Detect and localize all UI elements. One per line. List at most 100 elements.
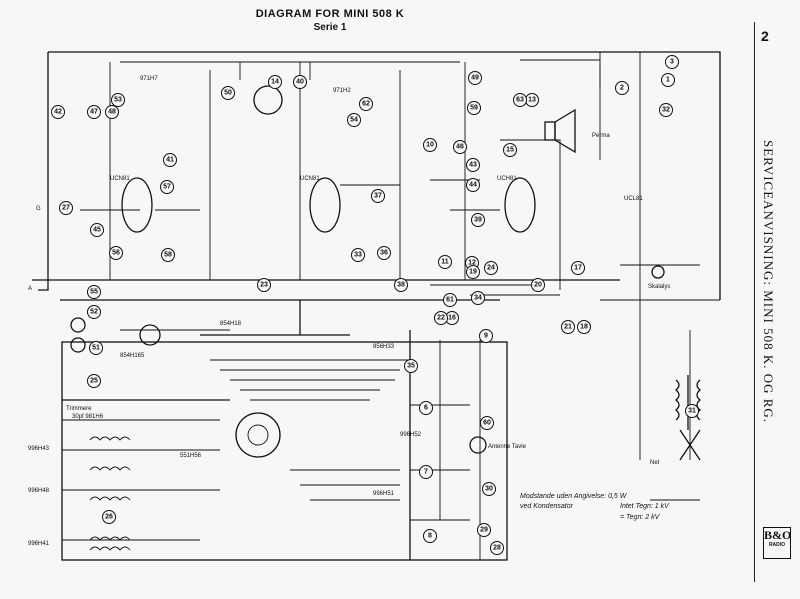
component-marker-62 <box>359 97 373 111</box>
tube-top <box>253 85 283 115</box>
component-marker-28 <box>490 541 504 555</box>
label-antenna: Antenne Tavle <box>488 444 527 450</box>
component-marker-3 <box>665 55 679 69</box>
antenna-coils <box>89 436 131 551</box>
component-number-8: 8 <box>428 533 432 540</box>
component-marker-2 <box>615 81 629 95</box>
component-marker-26 <box>102 510 116 524</box>
component-number-39: 39 <box>474 217 482 224</box>
label-perma: Perma <box>592 133 610 139</box>
component-number-24: 24 <box>487 265 495 272</box>
component-marker-1 <box>661 73 675 87</box>
label-t2: 971H2 <box>333 88 351 94</box>
tubes <box>70 85 665 458</box>
label-a: A <box>28 286 32 292</box>
label-t11: 996H51 <box>373 491 395 497</box>
component-number-1: 1 <box>666 77 670 84</box>
component-number-61: 61 <box>446 297 454 304</box>
component-number-25: 25 <box>90 378 98 385</box>
page-number: 2 <box>761 28 769 44</box>
label-tube-3: UCH81 <box>497 176 517 182</box>
component-marker-57 <box>160 180 174 194</box>
component-number-49: 49 <box>471 75 479 82</box>
component-marker-46 <box>453 140 467 154</box>
component-number-47: 47 <box>90 109 98 116</box>
tube-ucn81-mid <box>309 177 341 233</box>
component-number-11: 11 <box>441 259 449 266</box>
component-number-9: 9 <box>484 333 488 340</box>
component-number-54: 54 <box>350 117 358 124</box>
component-marker-22 <box>434 311 448 325</box>
component-number-52: 52 <box>90 309 98 316</box>
label-g: G <box>36 206 41 212</box>
component-marker-15 <box>503 143 517 157</box>
component-number-15: 15 <box>506 147 514 154</box>
component-number-42: 42 <box>54 109 62 116</box>
speaker-icon <box>544 108 576 154</box>
label-trim: Trimmere <box>66 406 92 412</box>
component-marker-33 <box>351 248 365 262</box>
component-marker-7 <box>419 465 433 479</box>
component-number-10: 10 <box>426 142 434 149</box>
component-marker-18 <box>577 320 591 334</box>
component-number-22: 22 <box>437 315 445 322</box>
component-marker-21 <box>561 320 575 334</box>
component-number-59: 59 <box>470 105 478 112</box>
component-number-19: 19 <box>469 269 477 276</box>
component-number-16: 16 <box>448 315 456 322</box>
component-marker-37 <box>371 189 385 203</box>
component-number-50: 50 <box>224 90 232 97</box>
component-number-12: 12 <box>468 260 476 267</box>
component-marker-59 <box>467 101 481 115</box>
component-number-41: 41 <box>166 157 174 164</box>
component-marker-8 <box>423 529 437 543</box>
component-number-7: 7 <box>424 469 428 476</box>
label-t8: 854H165 <box>120 353 145 359</box>
component-marker-32 <box>659 103 673 117</box>
component-number-2: 2 <box>620 85 624 92</box>
label-t1: 971H7 <box>140 76 158 82</box>
scale-lamp <box>651 265 665 279</box>
component-number-58: 58 <box>164 252 172 259</box>
component-number-14: 14 <box>271 79 279 86</box>
component-number-63: 63 <box>516 97 524 104</box>
component-marker-47 <box>87 105 101 119</box>
component-number-35: 35 <box>407 363 415 370</box>
component-number-57: 57 <box>163 184 171 191</box>
component-number-40: 40 <box>296 79 304 86</box>
component-marker-34 <box>471 291 485 305</box>
component-number-31: 31 <box>688 408 696 415</box>
component-marker-19 <box>466 265 480 279</box>
component-marker-48 <box>105 105 119 119</box>
page-title: DIAGRAM FOR MINI 508 K <box>255 8 405 20</box>
component-marker-24 <box>484 261 498 275</box>
legend-line-4: = Tegn: 2 kV <box>620 514 661 521</box>
component-number-37: 37 <box>374 193 382 200</box>
component-marker-30 <box>482 482 496 496</box>
component-number-32: 32 <box>662 107 670 114</box>
component-marker-44 <box>466 178 480 192</box>
tube-ucn81-left <box>121 177 153 233</box>
component-marker-45 <box>90 223 104 237</box>
component-marker-29 <box>477 523 491 537</box>
component-marker-20 <box>531 278 545 292</box>
wiring <box>32 51 721 561</box>
component-marker-63 <box>513 93 527 107</box>
component-number-30: 30 <box>485 486 493 493</box>
component-number-6: 6 <box>424 405 428 412</box>
component-marker-52 <box>87 305 101 319</box>
component-marker-61 <box>443 293 457 307</box>
label-tube-1: UCN81 <box>110 176 130 182</box>
component-number-44: 44 <box>469 182 477 189</box>
component-number-48: 48 <box>108 109 116 116</box>
component-marker-14 <box>268 75 282 89</box>
label-scale: Skalalys <box>648 284 670 290</box>
label-t10: 996H52 <box>400 432 422 438</box>
rotary-switch <box>139 324 161 346</box>
component-number-18: 18 <box>580 324 588 331</box>
component-marker-51 <box>89 341 103 355</box>
component-marker-39 <box>471 213 485 227</box>
component-marker-42 <box>51 105 65 119</box>
component-marker-9 <box>479 329 493 343</box>
